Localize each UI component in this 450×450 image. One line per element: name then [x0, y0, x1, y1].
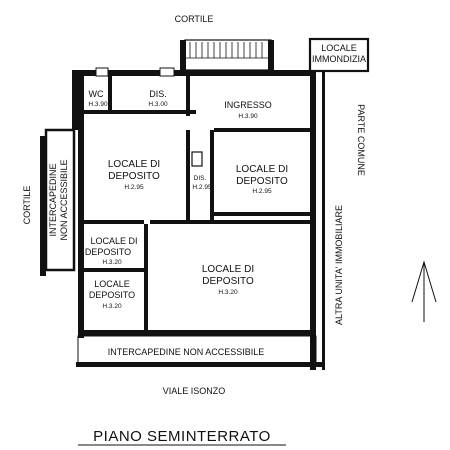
deposito-right-label-2: DEPOSITO [236, 176, 288, 187]
deposito-small-1-label-2: DEPOSITO [85, 247, 131, 257]
locale-immondizia-label-2: IMMONDIZIA [312, 54, 366, 64]
deposito-left-height: H.2.95 [124, 184, 144, 191]
intercapedine-bottom-label: INTERCAPEDINE NON ACCESSIBILE [108, 347, 265, 357]
north-arrow-icon [411, 260, 437, 322]
viale-isonzo-label: VIALE ISONZO [163, 386, 226, 396]
deposito-right-height: H.2.95 [252, 188, 272, 195]
room-labels: WC H.3.90 DIS. H.3.00 INGRESSO H.3.90 LO… [85, 89, 288, 310]
deposito-small-1-height: H.3.20 [102, 259, 122, 266]
plan-title: PIANO SEMINTERRATO [78, 428, 286, 446]
deposito-right-label: LOCALE DI [236, 164, 288, 175]
surrounding-labels: CORTILE CORTILE VIALE ISONZO PARTE COMUN… [22, 14, 366, 396]
cortile-left-label: CORTILE [22, 186, 32, 225]
intercapedine-bottom: INTERCAPEDINE NON ACCESSIBILE [76, 335, 322, 367]
plan-title-text: PIANO SEMINTERRATO [93, 428, 271, 445]
dis-mid-height: H.2.95 [192, 184, 212, 191]
ingresso-height: H.3.90 [238, 113, 258, 120]
wc-label: WC [89, 89, 104, 99]
dis-mid-label: DIS. [194, 175, 207, 182]
intercapedine-left-label-2: NON ACCESSIBILE [59, 159, 69, 240]
deposito-left-label: LOCALE DI [108, 159, 160, 170]
pillar [191, 151, 203, 167]
deposito-big-height: H.3.20 [218, 289, 238, 296]
intercapedine-left: INTERCAPEDINE NON ACCESSIBILE [40, 128, 76, 276]
deposito-small-2-height: H.3.20 [102, 303, 122, 310]
ingresso-label: INGRESSO [224, 100, 272, 110]
dis-top-label: DIS. [149, 89, 167, 99]
locale-immondizia-label: LOCALE [321, 43, 357, 53]
deposito-big-label: LOCALE DI [202, 264, 254, 275]
locale-immondizia: LOCALE IMMONDIZIA [308, 37, 370, 73]
intercapedine-left-label: INTERCAPEDINE [48, 163, 58, 236]
interior-walls [78, 67, 310, 334]
deposito-big-label-2: DEPOSITO [202, 276, 254, 287]
altra-unita-label: ALTRA UNITA' IMMOBILIARE [334, 205, 344, 325]
dis-top-height: H.3.00 [148, 101, 168, 108]
staircase [180, 39, 274, 74]
deposito-small-2-label-2: DEPOSITO [89, 290, 135, 300]
deposito-small-1-label: LOCALE DI [90, 236, 137, 246]
cortile-top-label: CORTILE [175, 14, 214, 24]
wc-height: H.3.90 [88, 101, 108, 108]
parte-comune-label: PARTE COMUNE [356, 104, 366, 176]
exterior-walls [72, 70, 325, 370]
deposito-left-label-2: DEPOSITO [108, 171, 160, 182]
deposito-small-2-label: LOCALE [94, 279, 130, 289]
